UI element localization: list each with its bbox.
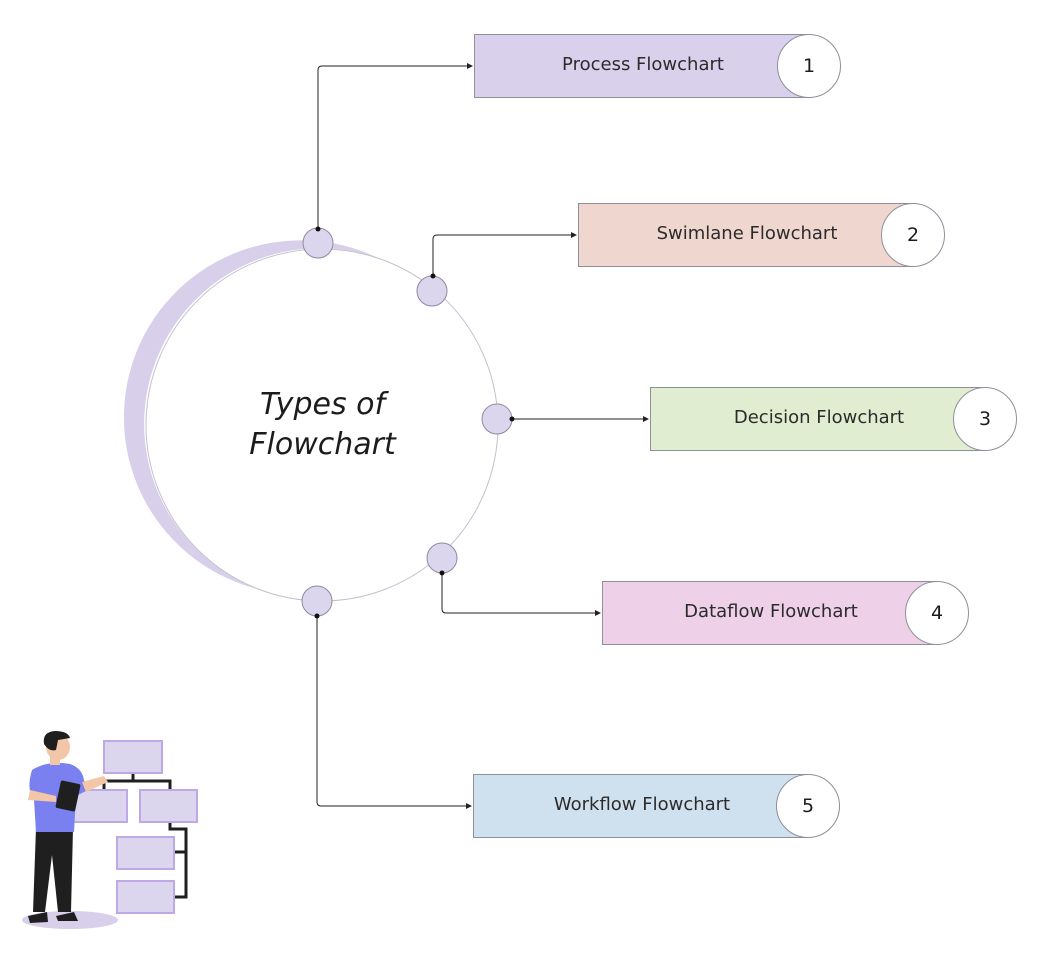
card-body bbox=[474, 34, 809, 98]
dot-decision bbox=[509, 416, 515, 422]
person-shoe-right bbox=[56, 912, 78, 921]
person-arm bbox=[82, 776, 108, 792]
org-box-left bbox=[69, 789, 128, 823]
ring-nodes bbox=[301, 227, 513, 617]
org-chart-lines bbox=[102, 773, 188, 899]
card-body bbox=[602, 581, 937, 645]
card-label: Workflow Flowchart bbox=[553, 794, 731, 815]
title-line-2: Flowchart bbox=[249, 427, 396, 462]
org-chart-boxes bbox=[69, 740, 198, 914]
org-box-mid bbox=[116, 836, 175, 870]
connector-process bbox=[317, 63, 473, 229]
dot-workflow bbox=[314, 613, 320, 619]
card-label: Swimlane Flowchart bbox=[656, 223, 838, 244]
card-body bbox=[650, 387, 985, 451]
person-shoe-left bbox=[28, 912, 48, 923]
org-box-right bbox=[139, 789, 198, 823]
tablet-icon bbox=[55, 780, 81, 812]
ring-node-dataflow bbox=[426, 542, 458, 574]
person-neck bbox=[50, 755, 60, 765]
title-line-1: Types of bbox=[259, 387, 386, 422]
person-legs bbox=[33, 828, 73, 912]
person-hair bbox=[43, 731, 70, 751]
card-number-badge: 5 bbox=[776, 774, 840, 838]
card-label: Decision Flowchart bbox=[733, 407, 905, 428]
org-box-bottom bbox=[116, 880, 175, 914]
card-label: Process Flowchart bbox=[562, 54, 724, 75]
connector-group bbox=[316, 63, 649, 809]
diagram-title: Types of Flowchart bbox=[200, 385, 445, 465]
connector-dataflow bbox=[441, 573, 601, 616]
ring-node-process bbox=[302, 227, 334, 259]
presenter-illustration bbox=[22, 731, 198, 929]
dot-swimlane bbox=[430, 273, 436, 279]
card-number-badge: 2 bbox=[881, 203, 945, 267]
connector-workflow bbox=[316, 616, 472, 809]
card-number-badge: 1 bbox=[777, 34, 841, 98]
card-body bbox=[578, 203, 913, 267]
ring-node-workflow bbox=[301, 585, 333, 617]
connector-dots bbox=[314, 226, 515, 619]
person-arm-left bbox=[28, 790, 56, 802]
ring-node-swimlane bbox=[416, 275, 448, 307]
connector-swimlane bbox=[432, 232, 577, 276]
dot-process bbox=[315, 226, 321, 232]
card-body bbox=[473, 774, 808, 838]
card-number-badge: 3 bbox=[953, 387, 1017, 451]
org-box-top bbox=[103, 740, 163, 774]
card-number-badge: 4 bbox=[905, 581, 969, 645]
dot-dataflow bbox=[439, 570, 445, 576]
presenter-person bbox=[28, 731, 108, 923]
card-label: Dataflow Flowchart bbox=[684, 601, 858, 622]
ring-node-decision bbox=[481, 403, 513, 435]
